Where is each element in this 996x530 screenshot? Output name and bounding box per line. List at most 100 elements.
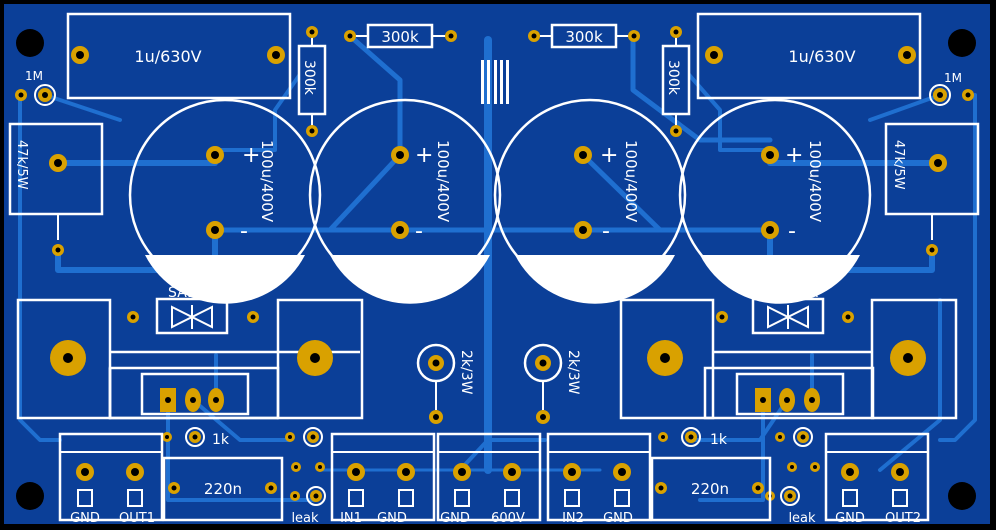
res-1m-right-label: 1M bbox=[944, 71, 962, 85]
film-cap-left-outline bbox=[66, 12, 292, 100]
elcap-4-label: 100u/400V bbox=[806, 140, 824, 223]
terminal-600v bbox=[436, 432, 542, 522]
res-300k-left-vertical-label: 300k bbox=[301, 60, 317, 96]
trace-right-out bbox=[878, 298, 942, 472]
label-gnd-1: GND bbox=[70, 511, 100, 526]
res-1m-right: 1M bbox=[929, 71, 974, 106]
mounting-hole-bottom-left bbox=[16, 482, 44, 510]
power-res-left-outline bbox=[8, 122, 104, 216]
cap4-base bbox=[700, 255, 860, 304]
cap-220n-right-label: 220n bbox=[691, 480, 729, 498]
elcap-3: + - 100u/400V bbox=[493, 98, 687, 292]
res-300k-top-right: 300k bbox=[528, 23, 640, 49]
label-gnd-4: GND bbox=[603, 511, 633, 526]
power-res-right: 47k/5W bbox=[884, 122, 980, 256]
elcap-2-label: 100u/400V bbox=[434, 140, 452, 223]
power-res-left-label: 47k/5W bbox=[14, 140, 29, 190]
tvs-left: SA12CA bbox=[127, 285, 259, 335]
cap-220n-left: 220n bbox=[162, 456, 284, 522]
res-1m-left: 1M bbox=[15, 69, 56, 106]
trace-cap3-diag bbox=[580, 152, 663, 233]
label-in1: IN1 bbox=[340, 511, 362, 526]
trace-right-edge bbox=[938, 93, 977, 442]
res-300k-top-right-label: 300k bbox=[565, 28, 603, 46]
mounting-holes bbox=[16, 29, 976, 510]
right-heatsink-section bbox=[619, 298, 958, 420]
label-leak-left: leak bbox=[291, 511, 319, 526]
elcap-4: + - 100u/400V bbox=[678, 98, 872, 292]
label-gnd-3: GND bbox=[440, 511, 470, 526]
label-out1: OUT1 bbox=[119, 511, 155, 526]
trace-left-bottom bbox=[55, 227, 218, 273]
film-cap-right: 1u/630V bbox=[696, 12, 922, 100]
terminal-in2 bbox=[546, 432, 652, 522]
elcap-3-plus: + bbox=[600, 143, 618, 168]
mounting-hole-top-right bbox=[948, 29, 976, 57]
res-2k-right-label: 2k/3W bbox=[565, 350, 581, 395]
res-300k-top-left: 300k bbox=[344, 23, 457, 49]
mounting-hole-bottom-right bbox=[948, 482, 976, 510]
film-cap-left-label: 1u/630V bbox=[134, 47, 201, 66]
terminal-out1 bbox=[58, 432, 164, 522]
power-res-right-label: 47k/5W bbox=[891, 140, 906, 190]
film-cap-right-outline bbox=[696, 12, 922, 100]
cap1-base bbox=[145, 255, 305, 304]
terminal-out2 bbox=[824, 432, 930, 522]
trace-left-300k bbox=[213, 58, 312, 152]
cap3-base bbox=[515, 255, 675, 304]
res-1k-left-label: 1k bbox=[212, 432, 230, 448]
trace-600v bbox=[458, 438, 547, 472]
leak-left-parts bbox=[285, 427, 326, 506]
tvs-left-label: SA12CA bbox=[168, 285, 224, 301]
tvs-right: SA12CA bbox=[716, 285, 854, 335]
res-1k-right: 1k bbox=[658, 427, 728, 448]
film-cap-right-label: 1u/630V bbox=[788, 47, 855, 66]
label-out2: OUT2 bbox=[885, 511, 921, 526]
trace-right-bottom bbox=[767, 227, 935, 273]
elcap-4-plus: + bbox=[785, 143, 803, 168]
trace-left-edge bbox=[18, 93, 62, 442]
center-logo bbox=[481, 60, 509, 104]
label-gnd-5: GND bbox=[835, 511, 865, 526]
terminal-in1 bbox=[330, 432, 436, 522]
res-300k-right-vertical-label: 300k bbox=[665, 60, 681, 96]
film-cap-left: 1u/630V bbox=[66, 12, 292, 100]
res-2k-left-label: 2k/3W bbox=[458, 350, 474, 395]
power-res-left: 47k/5W bbox=[8, 122, 104, 256]
res-300k-top-left-label: 300k bbox=[381, 28, 419, 46]
mounting-hole-top-left bbox=[16, 29, 44, 57]
trace-top-left-diag bbox=[347, 33, 403, 158]
res-1m-left-label: 1M bbox=[25, 69, 43, 83]
trace-cap2-diag bbox=[327, 152, 403, 233]
cap-220n-right: 220n bbox=[650, 456, 772, 522]
capacitor-base-fills bbox=[145, 255, 860, 304]
elcap-2: + - 100u/400V bbox=[308, 98, 502, 292]
trace-right-1m bbox=[868, 93, 942, 122]
tvs-right-label: SA12CA bbox=[762, 285, 818, 301]
leak-right-parts bbox=[765, 427, 820, 506]
bottom-labels: GND OUT1 leak IN1 GND GND 600V IN2 GND l… bbox=[70, 511, 921, 526]
label-gnd-2: GND bbox=[377, 511, 407, 526]
elcap-1-minus: - bbox=[240, 219, 248, 244]
label-leak-right: leak bbox=[788, 511, 816, 526]
elcap-2-plus: + bbox=[415, 143, 433, 168]
res-2k-left: 2k/3W bbox=[416, 343, 474, 424]
label-in2: IN2 bbox=[562, 511, 584, 526]
left-heatsink-section bbox=[16, 298, 364, 420]
res-300k-left-vertical: 300k bbox=[297, 26, 327, 137]
res-300k-right-vertical: 300k bbox=[661, 26, 691, 137]
trace-left-1m bbox=[43, 93, 122, 122]
elcap-1-label: 100u/400V bbox=[258, 140, 276, 223]
elcap-1: + - 100u/400V bbox=[128, 98, 322, 292]
elcap-2-minus: - bbox=[415, 219, 423, 244]
elcap-3-minus: - bbox=[602, 219, 610, 244]
label-600v: 600V bbox=[491, 511, 525, 526]
cap-220n-left-label: 220n bbox=[204, 480, 242, 498]
elcap-1-plus: + bbox=[242, 143, 260, 168]
res-1k-left: 1k bbox=[162, 427, 230, 448]
res-2k-right: 2k/3W bbox=[523, 343, 581, 424]
cap2-base bbox=[330, 255, 490, 304]
elcap-4-minus: - bbox=[788, 219, 796, 244]
res-1k-right-label: 1k bbox=[710, 432, 728, 448]
